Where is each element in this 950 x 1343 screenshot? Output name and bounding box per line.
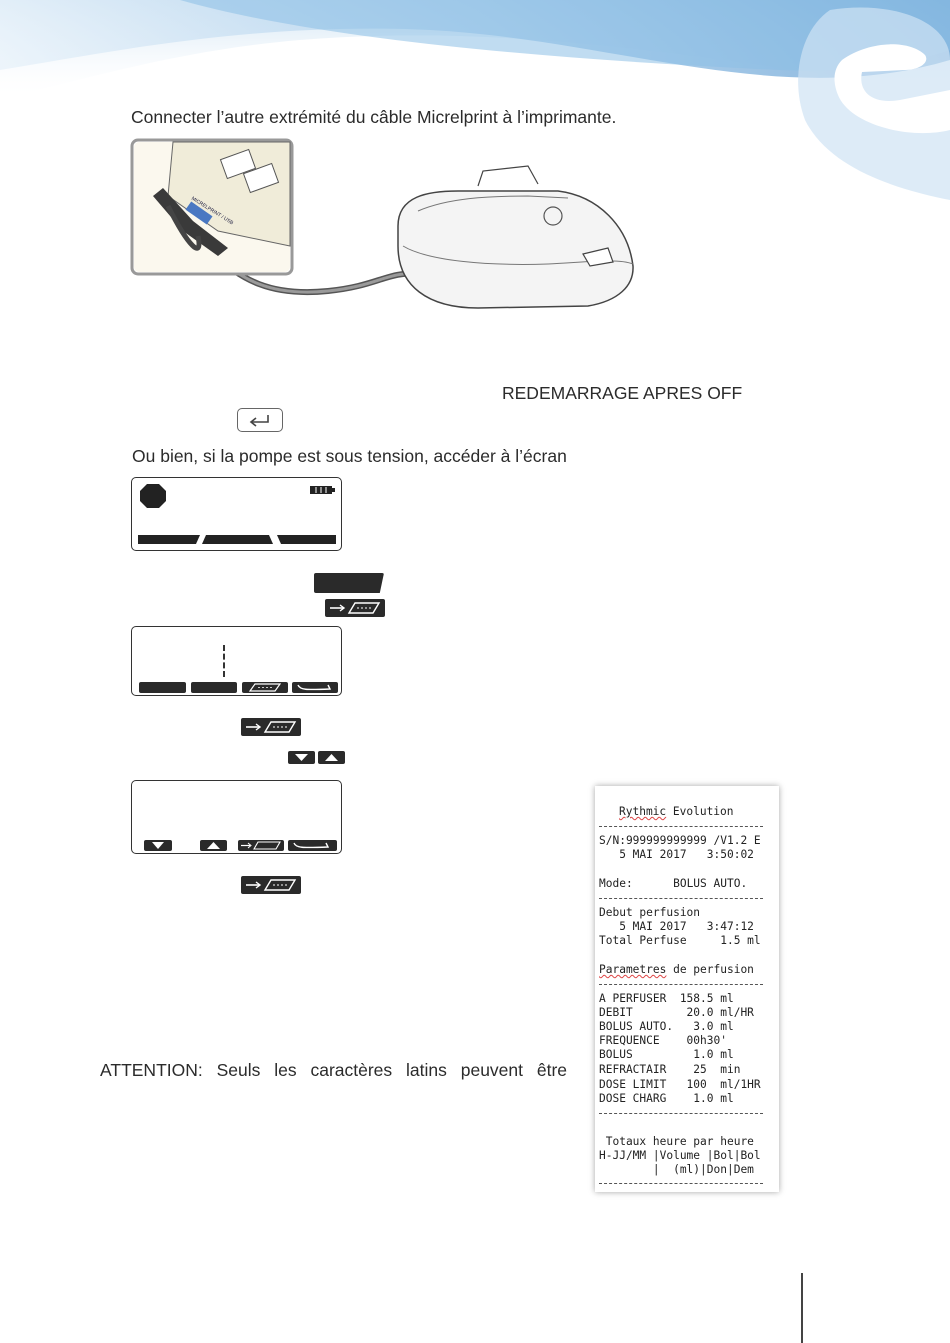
enter-key[interactable] (237, 408, 283, 432)
softkey-1[interactable] (139, 682, 186, 693)
receipt-title-model: Evolution (666, 805, 734, 818)
receipt-params-title: Parametres (599, 963, 667, 976)
receipt-row: DOSE LIMIT 100 ml/1HR (599, 1078, 761, 1091)
receipt-mode-value: BOLUS AUTO. (632, 877, 748, 890)
receipt-total: Total Perfuse 1.5 ml (599, 934, 761, 947)
print-key-2[interactable] (241, 718, 301, 736)
softkey-down[interactable] (144, 840, 172, 851)
triangle-down-icon (295, 754, 308, 761)
receipt-row: A PERFUSER 158.5 ml (599, 992, 734, 1005)
printed-receipt: Rythmic Evolution S/N:999999999999 /V1.2… (595, 786, 779, 1192)
printer-icon (248, 683, 282, 692)
print-arrow-icon (246, 879, 297, 891)
receipt-totals-header-units: | (ml)|Don|Dem (599, 1163, 754, 1176)
triangle-down-icon (152, 842, 164, 849)
softkey-up[interactable] (200, 840, 227, 851)
restart-after-off-label: REDEMARRAGE APRES OFF (502, 383, 743, 403)
enter-icon (249, 415, 269, 427)
receipt-mode-label: Mode: (599, 877, 633, 890)
receipt-row: BOLUS AUTO. 3.0 ml (599, 1020, 734, 1033)
battery-icon (310, 486, 335, 494)
enter-icon (297, 684, 332, 691)
receipt-serial: S/N:999999999999 /V1.2 E (599, 834, 761, 847)
softkey-enter[interactable] (292, 682, 338, 693)
receipt-totals-title: Totaux heure par heure (599, 1135, 754, 1148)
print-arrow-icon (241, 841, 281, 850)
print-arrow-icon (330, 602, 381, 614)
receipt-params-title-rest: de perfusion (666, 963, 754, 976)
receipt-totals-header: H-JJ/MM |Volume |Bol|Bol (599, 1149, 761, 1162)
print-key-3[interactable] (241, 876, 301, 894)
softkey-print[interactable] (242, 682, 288, 693)
receipt-debut-date: 5 MAI 2017 3:47:12 (599, 920, 754, 933)
softkey-black[interactable] (314, 573, 384, 593)
cursor-dashed-line (223, 645, 225, 677)
softkey-print[interactable] (238, 840, 284, 851)
header-wave-decoration (0, 0, 950, 200)
receipt-row: DOSE CHARG 1.0 ml (599, 1092, 734, 1105)
print-arrow-icon (246, 721, 297, 733)
connect-cable-instruction: Connecter l’autre extrémité du câble Mic… (131, 107, 617, 127)
enter-icon (293, 842, 330, 849)
print-key[interactable] (325, 599, 385, 617)
receipt-title-brand: Rythmic (619, 805, 667, 818)
softkey-enter[interactable] (288, 840, 337, 851)
softkey-bar (138, 535, 336, 544)
triangle-up-icon (207, 842, 220, 849)
softkey-2[interactable] (191, 682, 237, 693)
receipt-row: DEBIT 20.0 ml/HR (599, 1006, 754, 1019)
pump-screen-select (131, 780, 342, 854)
receipt-row: BOLUS 1.0 ml (599, 1048, 734, 1061)
receipt-row: FREQUENCE 00h30' (599, 1034, 727, 1047)
receipt-debut: Debut perfusion (599, 906, 701, 919)
stop-octagon-icon (140, 484, 166, 508)
down-arrow-key[interactable] (288, 751, 315, 764)
page-margin-rule (801, 1273, 803, 1343)
printer-connection-illustration (130, 138, 634, 309)
pump-screen-main (131, 477, 342, 551)
up-arrow-key[interactable] (318, 751, 345, 764)
receipt-row: REFRACTAIR 25 min (599, 1063, 741, 1076)
receipt-serial-date: 5 MAI 2017 3:50:02 (599, 848, 754, 861)
triangle-up-icon (325, 754, 338, 761)
alternative-instruction: Ou bien, si la pompe est sous tension, a… (132, 446, 567, 466)
attention-note: ATTENTION: Seuls les caractères latins p… (100, 1060, 568, 1080)
pump-screen-print-menu (131, 626, 342, 696)
